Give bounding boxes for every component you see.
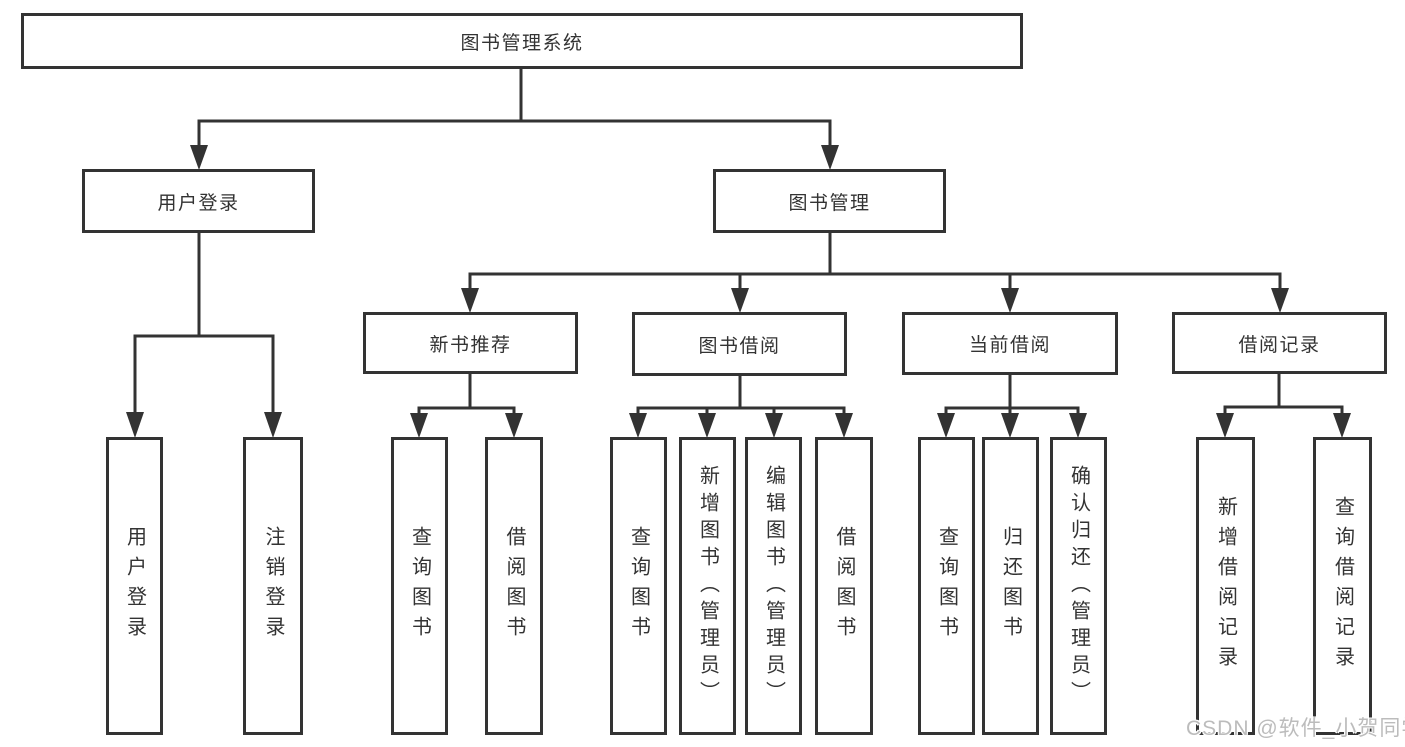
arrowheads (126, 145, 1351, 438)
node-book-borrowing: 图书借阅 (632, 312, 847, 376)
leaf-edit-book-admin: 编辑图书（管理员） (745, 437, 802, 735)
leaf-recommend-borrow-books: 借阅图书 (485, 437, 543, 735)
leaf-borrowing-query-books: 查询图书 (610, 437, 667, 735)
leaf-logout: 注销登录 (243, 437, 303, 735)
connector-paths (133, 69, 1344, 432)
node-user-login: 用户登录 (82, 169, 315, 233)
node-book-management: 图书管理 (713, 169, 946, 233)
node-new-book-recommendation: 新书推荐 (363, 312, 578, 374)
node-root: 图书管理系统 (21, 13, 1023, 69)
leaf-add-borrow-record: 新增借阅记录 (1196, 437, 1255, 735)
leaf-user-login: 用户登录 (106, 437, 163, 735)
leaf-return-books: 归还图书 (982, 437, 1039, 735)
leaf-borrowing-borrow-books: 借阅图书 (815, 437, 873, 735)
watermark: CSDN @软件_小贺同学 (1186, 717, 1405, 740)
node-borrowing-records: 借阅记录 (1172, 312, 1387, 374)
node-current-borrowing: 当前借阅 (902, 312, 1118, 375)
leaf-query-borrow-record: 查询借阅记录 (1313, 437, 1372, 735)
leaf-current-query-books: 查询图书 (918, 437, 975, 735)
leaf-confirm-return-admin: 确认归还（管理员） (1050, 437, 1107, 735)
leaf-add-book-admin: 新增图书（管理员） (679, 437, 736, 735)
leaf-recommend-query-books: 查询图书 (391, 437, 448, 735)
